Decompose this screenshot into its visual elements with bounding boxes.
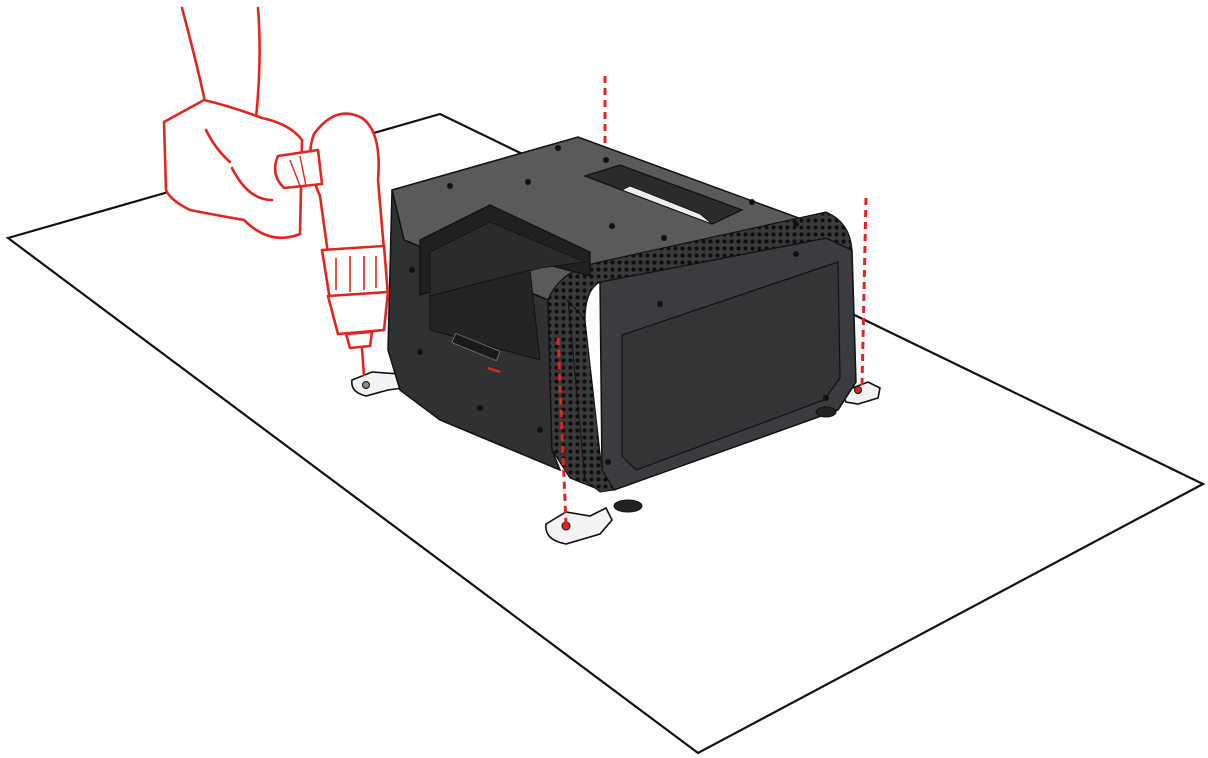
bracket-front xyxy=(545,506,613,545)
device-foot xyxy=(815,406,837,418)
screw-holes xyxy=(409,145,829,465)
screw-guide-lines xyxy=(556,76,868,525)
hand-icon xyxy=(162,6,304,240)
mesh-grille xyxy=(547,211,853,491)
bracket-right xyxy=(840,381,881,405)
brand-badge xyxy=(451,332,501,362)
power-drill-icon xyxy=(273,112,390,377)
device xyxy=(387,136,857,513)
device-foot xyxy=(613,499,643,513)
